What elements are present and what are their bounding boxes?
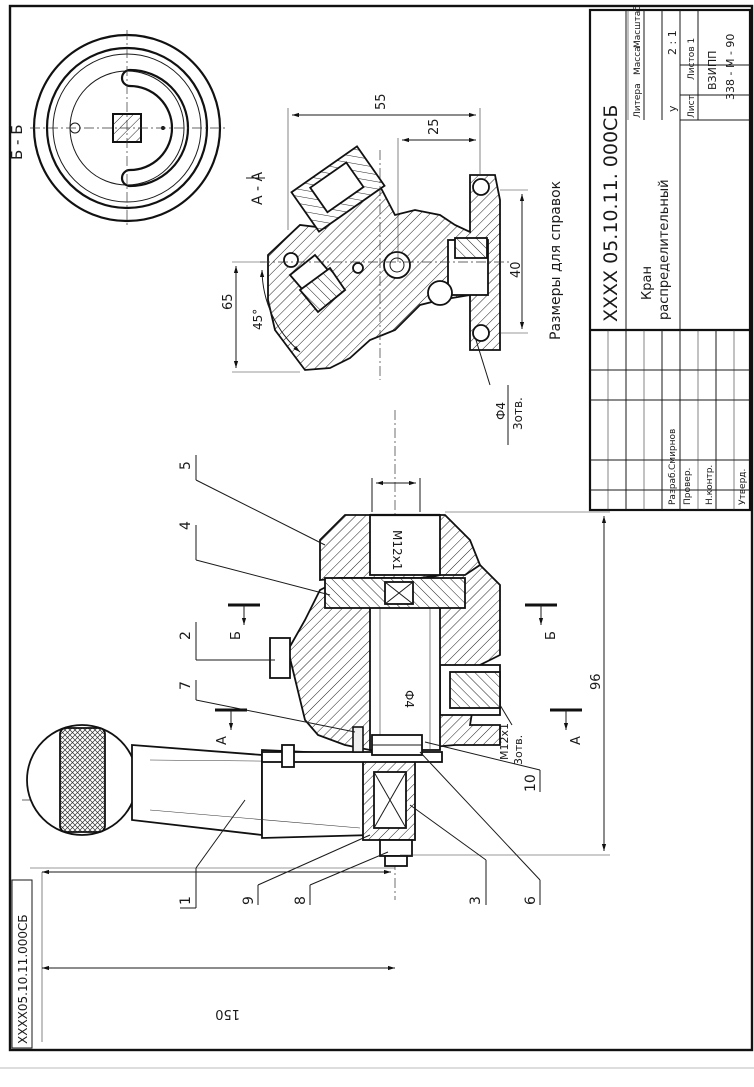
stamp-list-label: Лист — [687, 95, 697, 118]
pos-2: 2 — [178, 631, 194, 640]
sheet-frame — [8, 4, 754, 1052]
dim-phi4: Ф4 — [494, 402, 508, 420]
stamp-col-masshtab: Масштаб — [633, 5, 643, 48]
stamp-col-litera: Литера — [633, 83, 643, 118]
stamp-litera-value: у — [666, 105, 679, 112]
pos-4: 4 — [178, 521, 194, 530]
pos-1: 1 — [178, 896, 194, 905]
dim-96: 96 — [589, 673, 604, 690]
pos-9: 9 — [241, 896, 257, 905]
pos-10: 10 — [523, 774, 539, 792]
marker-a-right: А — [569, 736, 584, 745]
stamp-role-nkontr: Н.контр. — [705, 465, 715, 505]
pos-8: 8 — [293, 896, 309, 905]
stamp-scale-value: 2 : 1 — [666, 30, 679, 55]
section-aa-label: А - А — [250, 171, 266, 205]
stamp-col-massa: Масса — [633, 46, 643, 75]
section-bb-label: Б - Б — [8, 124, 26, 160]
section-bb-view: Б - Б — [8, 30, 225, 226]
stamp-listov-label: Листов 1 — [687, 38, 697, 80]
corner-designation-box — [11, 879, 33, 1049]
stamp-org-line1: ВЗИПП — [706, 51, 719, 90]
dim-65: 65 — [221, 293, 236, 310]
stamp-name-razrab: Смирнов — [668, 429, 678, 470]
main-assembly-view: Ф4 М12х1 М12х1 3отв. 96 — [22, 410, 610, 1042]
pos-6: 6 — [523, 896, 539, 905]
stamp-role-prover: Провер. — [683, 468, 693, 505]
stamp-role-utverd: Утверд. — [738, 469, 748, 505]
stamp-role-razrab: Разраб. — [668, 470, 678, 505]
dim-phi4-count: 3отв. — [511, 397, 525, 430]
title-block: ХХХХ 05.10.11. 000СБ Кран распределитель… — [588, 5, 752, 512]
stamp-designation: ХХХХ 05.10.11. 000СБ — [600, 105, 622, 322]
dim-40: 40 — [509, 261, 524, 278]
reference-note: Размеры для справок — [548, 181, 564, 340]
dim-150: 150 — [215, 1006, 240, 1021]
stamp-title-line1: Кран — [640, 266, 655, 300]
dim-45: 45° — [251, 309, 265, 330]
dim-phi-bore: Ф4 — [402, 690, 416, 708]
marker-b-left: Б — [229, 631, 244, 640]
dim-thread-main: М12х1 — [390, 530, 404, 570]
dim-55: 55 — [374, 93, 389, 110]
pos-5: 5 — [178, 461, 194, 470]
dim-thread-side: М12х1 — [498, 723, 511, 760]
section-aa-view: А - А 55 25 65 45° — [221, 93, 564, 445]
marker-b-right: Б — [544, 631, 559, 640]
corner-designation: ХХХХ05.10.11.000СБ — [16, 914, 30, 1044]
stamp-title-line2: распределительный — [657, 179, 672, 320]
stamp-org-line2: 338 - М - 90 — [724, 34, 737, 100]
dim-thread-side-count: 3отв. — [512, 735, 525, 765]
marker-a-left: А — [215, 736, 230, 745]
pos-7: 7 — [178, 681, 194, 690]
pos-3: 3 — [468, 896, 484, 905]
dim-25: 25 — [427, 118, 442, 135]
